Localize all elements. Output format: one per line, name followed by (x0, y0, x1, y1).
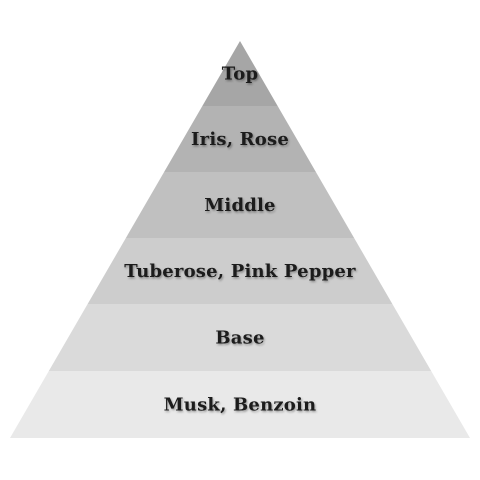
pyramid-tier-2 (164, 106, 316, 172)
pyramid-tier-1 (202, 41, 278, 106)
pyramid-tier-5 (48, 304, 432, 371)
pyramid-tier-6 (10, 371, 470, 438)
pyramid-tier-4 (87, 238, 393, 304)
tier-label-1: Top (222, 64, 259, 85)
tier-label-4: Tuberose, Pink Pepper (124, 261, 356, 282)
tier-label-6: Musk, Benzoin (164, 395, 317, 416)
pyramid-tiers (10, 41, 470, 438)
pyramid-tier-3 (125, 172, 355, 238)
tier-label-3: Middle (204, 195, 275, 216)
tier-label-5: Base (215, 328, 264, 349)
tier-label-2: Iris, Rose (191, 129, 289, 150)
